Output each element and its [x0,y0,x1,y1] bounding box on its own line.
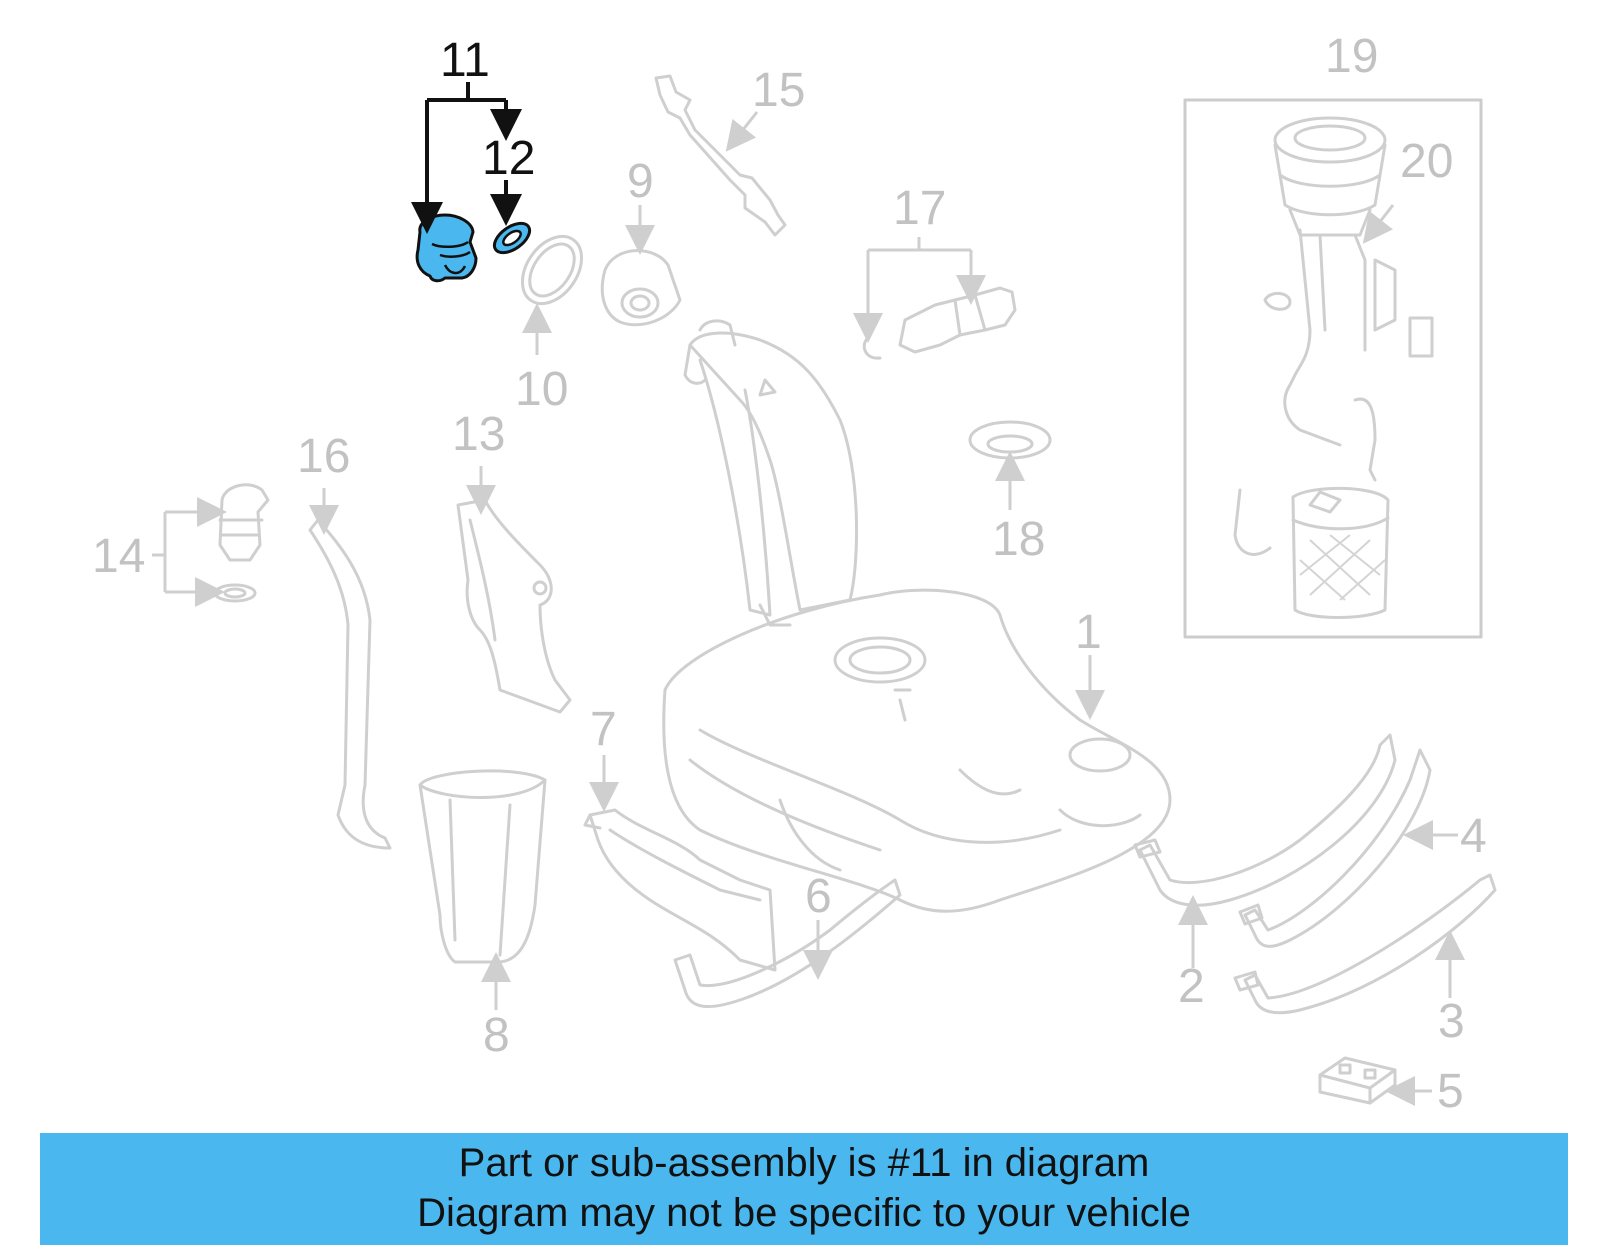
label-7: 7 [590,703,617,756]
pump-assembly-box [1183,98,1483,639]
label-4: 4 [1460,810,1487,863]
valve-17-part [862,286,1017,360]
hose-16-part [308,518,392,850]
cap-11-part [415,213,478,283]
label-5: 5 [1437,1065,1464,1118]
info-banner: Part or sub-assembly is #11 in diagram D… [40,1133,1568,1245]
label-1: 1 [1075,606,1102,659]
canister-8-part [418,769,547,964]
gasket-12-part [492,221,532,255]
label-15: 15 [752,64,805,117]
heat-shield-7-part [583,808,777,972]
label-12: 12 [482,132,535,185]
valve-14-part [213,483,270,603]
bracket-13-part [456,498,572,714]
sender-15-part [654,74,787,237]
label-2: 2 [1178,960,1205,1013]
pad-5-part [1318,1056,1397,1105]
fuel-tank-part [662,588,1172,913]
label-14: 14 [92,530,145,583]
label-8: 8 [483,1009,510,1062]
tank-strap-2-part [1133,733,1397,907]
label-19: 19 [1325,30,1378,83]
banner-line-disclaimer: Diagram may not be specific to your vehi… [417,1191,1191,1235]
label-6: 6 [805,870,832,923]
label-13: 13 [452,408,505,461]
callout-labels: 11 12 15 9 10 17 18 19 20 13 16 14 1 7 6… [92,30,1487,1118]
label-10: 10 [515,363,568,416]
label-17: 17 [893,182,946,235]
fuel-pump-20-part [1233,116,1434,619]
label-16: 16 [297,430,350,483]
seal-10-part [521,234,583,306]
filler-neck-part [683,319,859,627]
lock-ring-18-part [968,420,1052,460]
label-9: 9 [627,155,654,208]
label-11: 11 [440,34,490,87]
label-3: 3 [1438,995,1465,1048]
leader-lines [152,82,1465,1106]
tank-strap-6-part [673,878,902,1009]
label-20: 20 [1400,135,1453,188]
tank-strap-4-part [1238,748,1432,948]
banner-line-part-number: Part or sub-assembly is #11 in diagram [458,1141,1150,1185]
tank-strap-3-part [1233,873,1497,1015]
label-18: 18 [992,513,1045,566]
neck-9-part [600,249,682,327]
